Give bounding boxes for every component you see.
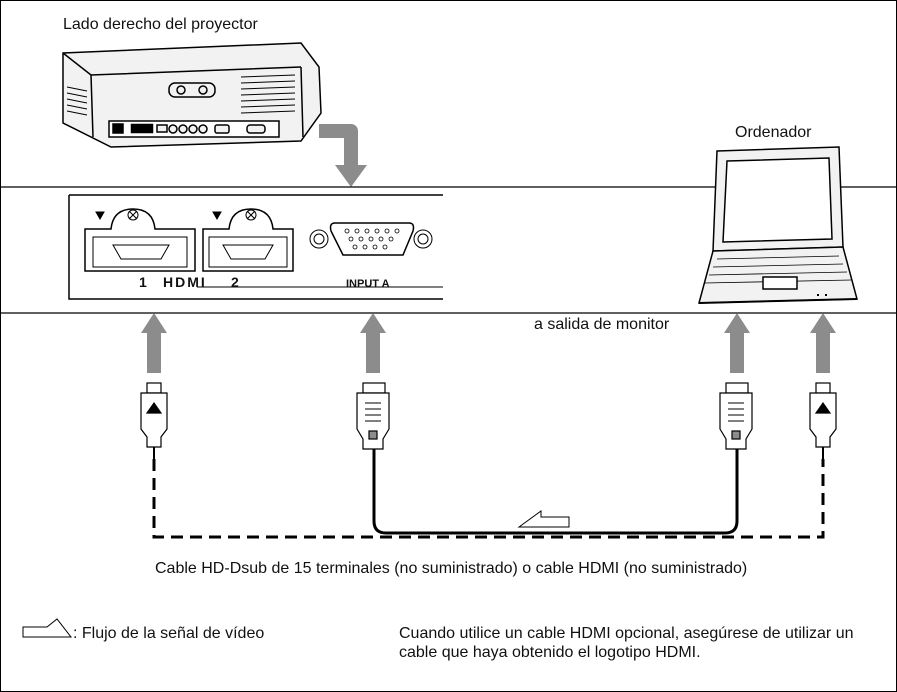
hdmi-port-1-label: 1 — [139, 274, 147, 290]
hdmi-plug-icon — [140, 382, 168, 459]
flow-arrow-head — [335, 165, 367, 187]
hdmi-plug-icon — [809, 382, 837, 459]
dsub-plug-icon — [719, 382, 753, 450]
hdmi-cable-dashed — [152, 459, 825, 539]
flow-arrow-down — [319, 124, 358, 169]
hdmi-port-1 — [84, 208, 196, 272]
dsub-cable — [372, 449, 739, 535]
signal-flow-arrow-icon — [517, 510, 570, 528]
dsub-port-input-a — [309, 222, 433, 256]
legend-text: : Flujo de la señal de vídeo — [73, 625, 265, 642]
hdmi-port-2 — [202, 208, 294, 272]
input-panel — [1, 186, 896, 314]
projector-side-label: Lado derecho del proyector — [63, 16, 258, 33]
computer-label: Ordenador — [735, 124, 812, 141]
input-a-label: INPUT A — [346, 278, 390, 290]
hdmi-port-2-label: 2 — [231, 274, 239, 290]
hdmi-note: Cuando utilice un cable HDMI opcional, a… — [399, 625, 854, 661]
hdmi-logo-label: HDMI — [163, 274, 207, 290]
flow-arrows-up — [141, 313, 836, 373]
cable-caption: Cable HD-Dsub de 15 terminales (no sumin… — [155, 560, 748, 577]
dsub-plug-icon — [356, 382, 390, 450]
projector-icon — [62, 42, 322, 148]
signal-flow-arrow-icon — [22, 618, 73, 638]
monitor-output-label: a salida de monitor — [534, 316, 670, 333]
laptop-icon — [698, 146, 858, 304]
